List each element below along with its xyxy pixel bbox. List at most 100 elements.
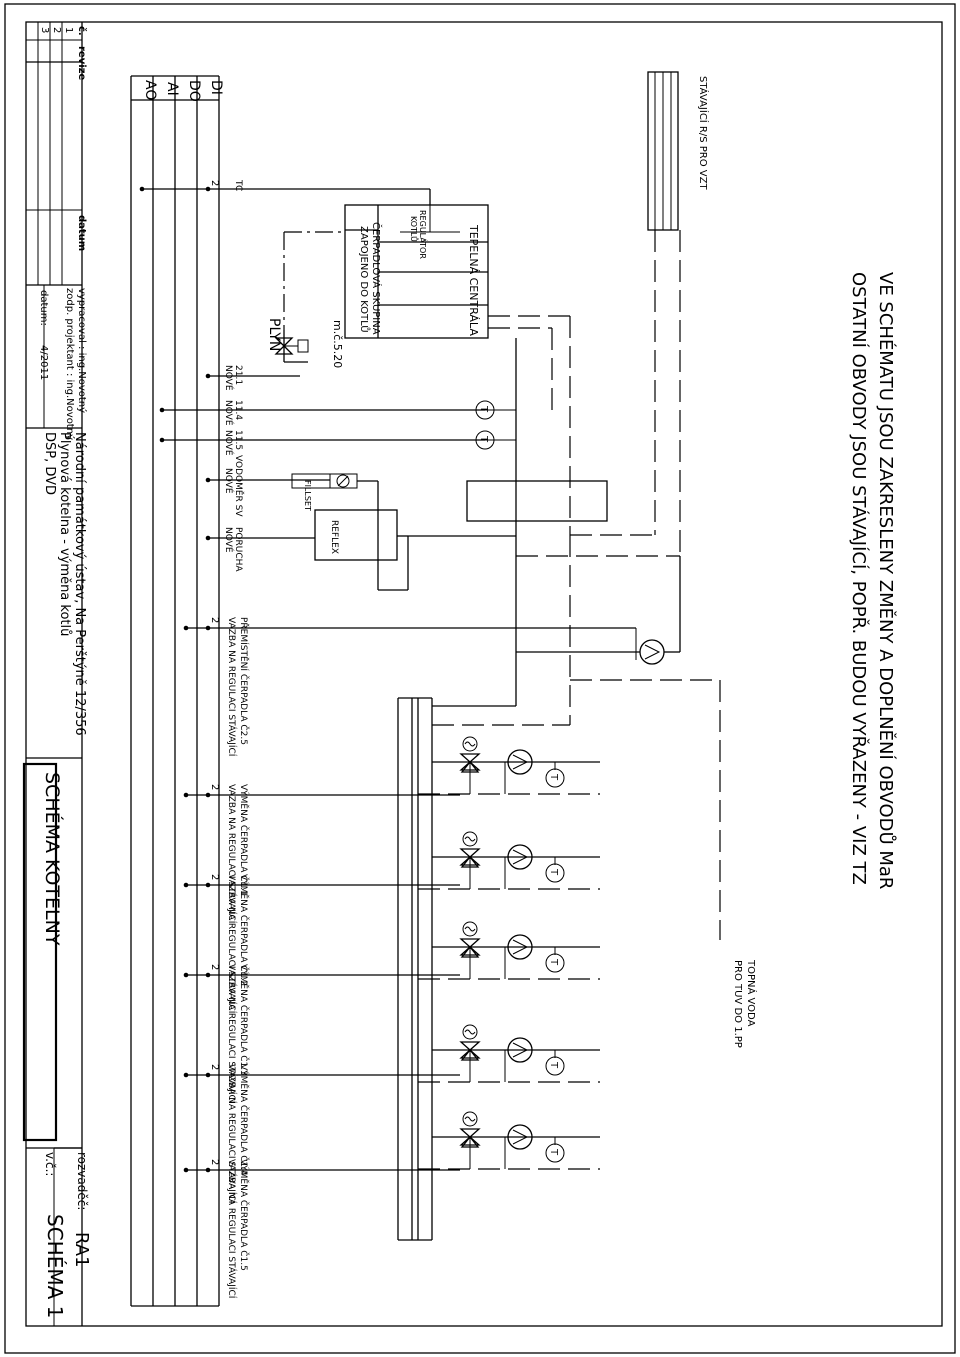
reflex-box (314, 509, 398, 561)
sig-25-link: VAZBA NA REGULACI STÁVAJÍCÍ (226, 617, 238, 757)
sig-21-label: 21.1 (233, 365, 243, 385)
sensor-t-15-label: T (548, 1148, 559, 1156)
sig-12-link: VAZBA NA REGULACI STÁVAJÍCÍ (226, 874, 238, 1014)
sig-11-count: 2 (209, 784, 220, 790)
distributor-box (466, 480, 608, 522)
project-line-1: Národní památkový ústav, Na Perštýně 12/… (72, 432, 87, 736)
sig-25-count: 2 (209, 617, 220, 623)
prepared-by: vypracoval : ing.Novotný (76, 288, 88, 413)
mixing-valve-11-icon (459, 753, 481, 771)
mixing-valve-14-icon (459, 1041, 481, 1059)
sig-115-label: 11.5 (233, 430, 243, 450)
heating-water-label-2: PRO TUV DO 1.PP (732, 960, 743, 1048)
sensor-t-115-icon (475, 430, 495, 450)
rev-date-header: datum (76, 215, 87, 251)
sensor-t-12-icon (545, 863, 565, 883)
rev-row-2: 2 (51, 27, 62, 33)
sig-15-count: 2 (209, 1159, 220, 1165)
heating-water-label-1: TOPNÁ VODA (745, 959, 758, 1027)
bus-do: DO (186, 80, 202, 102)
sig-watermeter-label: VODOMĚR SV (233, 455, 245, 517)
rev-revision-header: revize (76, 46, 87, 80)
sig-114-label: 11.4 (233, 400, 243, 420)
sig-fault-new: NOVÉ (223, 527, 235, 553)
existing-vzt-label: STÁVAJÍCÍ R/S PRO VZT (697, 76, 710, 190)
drawing-no-value: SCHÉMA 1 (43, 1214, 67, 1318)
sig-114-new: NOVÉ (223, 400, 235, 426)
fillset-meter-icon (336, 474, 350, 488)
sig-14-count: 2 (209, 1064, 220, 1070)
valve-actuator-11-icon (462, 736, 478, 752)
gas-label: PLYN (266, 318, 282, 351)
sig-115-new: NOVÉ (223, 430, 235, 456)
sensor-t-15-icon (545, 1143, 565, 1163)
date-label: datum: (38, 290, 49, 326)
sig-11-label: VÝMĚNA ČERPADLA Č1.1 (238, 784, 250, 896)
sensor-t-114-icon (475, 400, 495, 420)
sensor-t-13-label: T (548, 958, 559, 966)
drawing-no-label: v.č.: (43, 1152, 57, 1176)
sig-11-link: VAZBA NA REGULACI STÁVAJÍCÍ (226, 784, 238, 924)
valve-actuator-15-icon (462, 1111, 478, 1127)
drawing-frame (25, 21, 943, 1327)
pump-circuits: T T T T T (418, 736, 600, 1170)
sig-fault-label: PORUCHA (233, 527, 243, 572)
signal-labels: 2 TC 21.1 NOVÉ 11.4 NOVÉ 11.5 NOVÉ VODOM… (209, 179, 250, 1299)
mixing-valve-15-icon (459, 1128, 481, 1146)
project-line-3: DSP, DVD (42, 432, 57, 495)
sig-15-link: VAZBA NA REGULACI STÁVAJÍCÍ (226, 1159, 238, 1299)
sensor-t-13-icon (545, 953, 565, 973)
boiler-regulator-2: KOTLŮ (409, 216, 420, 242)
reflex-unit: REFLEX (314, 509, 408, 561)
rev-row-1: 1 (63, 27, 74, 33)
gas-line: PLYN m.č.5.20 (266, 231, 345, 368)
room-mc-label: m.č.5.20 (331, 320, 344, 368)
sig-13-label: VÝMĚNA ČERPADLA Č1.3 (238, 964, 250, 1076)
valve-actuator-14-icon (462, 1024, 478, 1040)
drawing-title-box (22, 762, 58, 1142)
gas-valve-icon (274, 337, 294, 355)
pump-14-icon (507, 1037, 533, 1063)
bus-ai: AI (164, 82, 180, 96)
sig-14-link: VAZBA NA REGULACI STÁVAJÍCÍ (226, 1064, 238, 1204)
bus-ao: AO (142, 80, 158, 100)
responsible-designer: zodp. projektant : ing.Novotný (64, 288, 76, 440)
valve-actuator-12-icon (462, 831, 478, 847)
sensor-t-12-label: T (548, 868, 559, 876)
pump-15-icon (507, 1124, 533, 1150)
sensor-t-11-label: T (548, 773, 559, 781)
sig-12-count: 2 (209, 874, 220, 880)
fillset-unit: FILLSET (291, 473, 408, 591)
sensor-t-14-icon (545, 1056, 565, 1076)
signal-bus-legend: DI DO AI AO (130, 75, 224, 1307)
pump-25-icon (639, 639, 665, 665)
sig-tc-count: 2 (209, 180, 220, 186)
note-line-1: VE SCHÉMATU JSOU ZAKRESLENY ZMĚNY A DOPL… (875, 272, 897, 889)
date-value: 4/2011 (38, 345, 49, 380)
sig-14-label: VÝMĚNA ČERPADLA Č1.4 (238, 1064, 250, 1176)
note-line-2: OSTATNÍ OBVODY JSOU STÁVAJÍCÍ, POPŘ. BUD… (848, 272, 870, 885)
sensor-t-14-label: T (548, 1061, 559, 1069)
heat-plant-label: TEPELNÁ CENTRÁLA (467, 224, 480, 336)
signal-lines (139, 186, 636, 1173)
rev-row-3: 3 (39, 27, 50, 33)
sensor-t-114-label: T (478, 405, 489, 413)
sig-12-label: VÝMĚNA ČERPADLA Č1.2 (238, 874, 250, 986)
mixing-valve-12-icon (459, 848, 481, 866)
sig-watermeter-new: NOVÉ (223, 468, 235, 494)
pump-13-icon (507, 934, 533, 960)
sensor-t-115-label: T (478, 435, 489, 443)
project-line-2: Plynová kotelna - výměna kotlů (57, 432, 72, 636)
drawing-title: SCHÉMA KOTELNY (41, 772, 64, 946)
pump-12-icon (507, 844, 533, 870)
switchboard-label: rozvaděč: (75, 1152, 89, 1210)
sheet-border (4, 3, 956, 1354)
piping: STÁVAJÍCÍ R/S PRO VZT TOPNÁ VODA PRO TUV… (397, 71, 758, 1241)
boiler-regulator-1: REGULÁTOR (418, 210, 429, 259)
sig-13-link: VAZBA NA REGULACI STÁVAJÍCÍ (226, 964, 238, 1104)
fillset-label: FILLSET (303, 480, 312, 511)
bus-di: DI (208, 80, 224, 95)
sig-13-count: 2 (209, 964, 220, 970)
heat-plant: TEPELNÁ CENTRÁLA REGULÁTOR KOTLŮ ČERPADL… (344, 204, 489, 339)
